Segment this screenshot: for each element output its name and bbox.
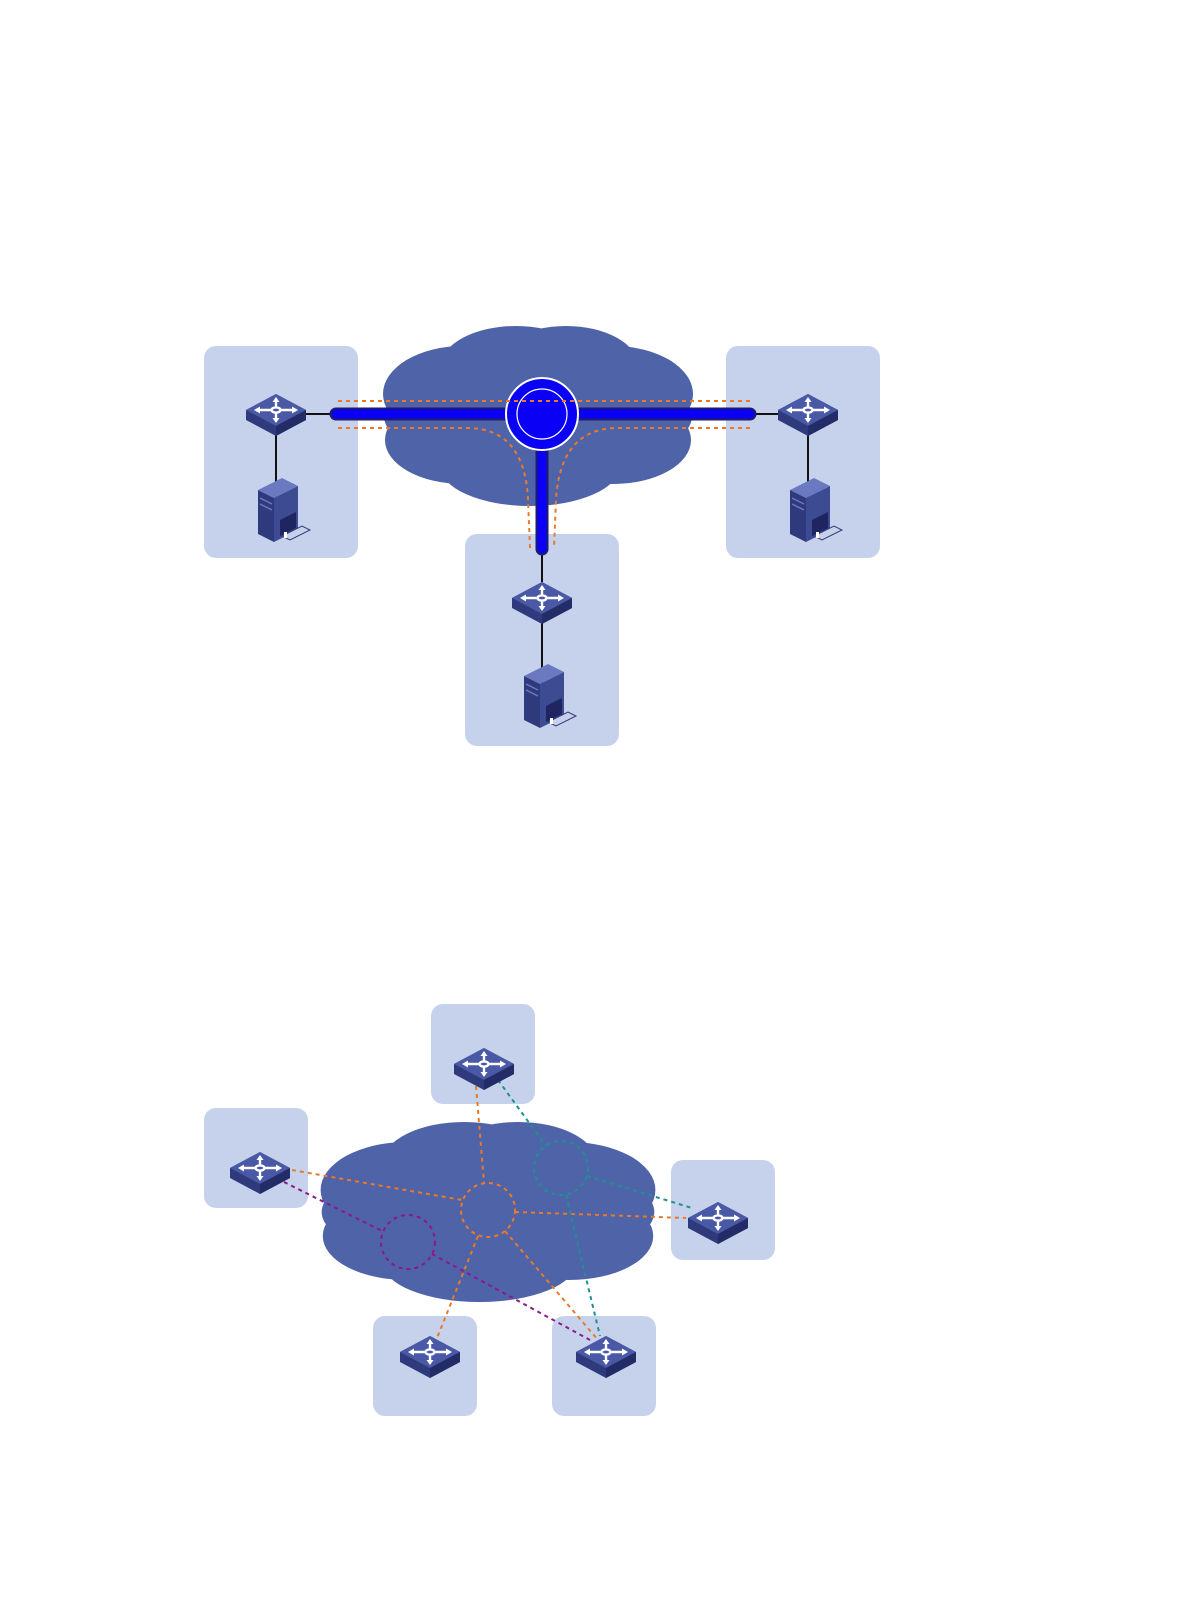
cloud-icon <box>321 1122 656 1302</box>
hub-ring <box>506 378 578 450</box>
hub-topology-diagram <box>204 326 880 746</box>
mesh-topology-diagram <box>204 1004 775 1416</box>
